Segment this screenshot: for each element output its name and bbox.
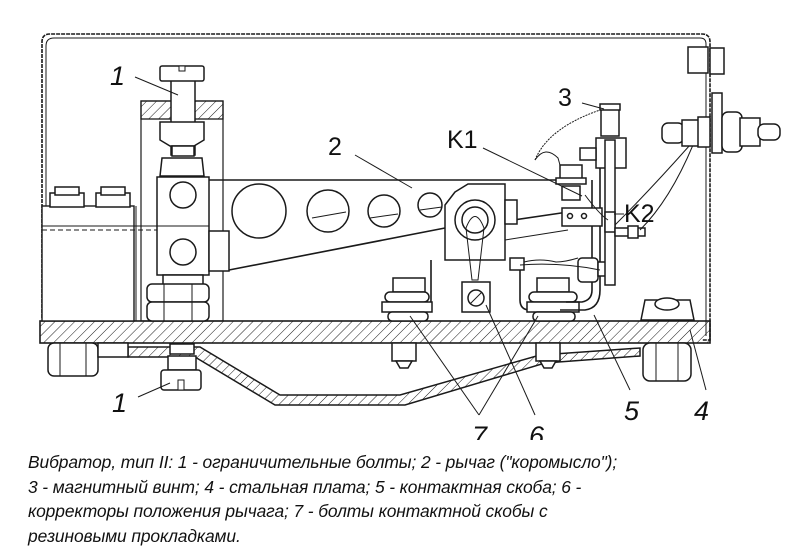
labels: 1 1 2 3 4 5 6 7 K1 K2	[110, 61, 709, 440]
label-4: 4	[694, 396, 709, 426]
coil-block	[41, 186, 160, 322]
terminal	[661, 46, 781, 154]
caption-line-1: Вибратор, тип II: 1 - ограничительные бо…	[28, 452, 618, 472]
bracket-bolts	[381, 277, 580, 322]
label-6: 6	[529, 421, 545, 440]
label-1-bottom: 1	[112, 388, 127, 418]
lever-holder	[146, 176, 230, 322]
steel-plate	[39, 320, 711, 344]
vibrator-diagram: 1 1 2 3 4 5 6 7 K1 K2	[39, 33, 781, 440]
wires	[519, 144, 694, 271]
under-plate-nuts	[391, 342, 561, 369]
label-5: 5	[624, 396, 640, 426]
post-and-top-bolt	[140, 65, 224, 322]
caption-line-3: корректоры положения рычага; 7 - болты к…	[28, 501, 548, 521]
label-2: 2	[328, 133, 342, 161]
magnet-screw	[534, 103, 646, 286]
label-k2: K2	[624, 200, 655, 228]
right-plate-nut	[640, 297, 695, 382]
bottom-left-nut	[47, 342, 129, 377]
bottom-limit-bolt	[160, 343, 202, 391]
caption-line-2: 3 - магнитный винт; 4 - стальная плата; …	[28, 476, 582, 497]
label-7: 7	[472, 421, 488, 440]
figure-caption: Вибратор, тип II: 1 - ограничительные бо…	[28, 450, 788, 548]
housing	[41, 33, 711, 341]
lever	[209, 179, 569, 271]
label-1-top: 1	[110, 61, 125, 91]
label-k1: K1	[447, 126, 478, 154]
contact-bracket	[560, 140, 609, 311]
label-3: 3	[558, 84, 572, 112]
bottom-bracket	[127, 346, 641, 406]
leader-lines	[134, 76, 707, 416]
caption-line-4: резиновыми прокладками.	[28, 525, 241, 546]
